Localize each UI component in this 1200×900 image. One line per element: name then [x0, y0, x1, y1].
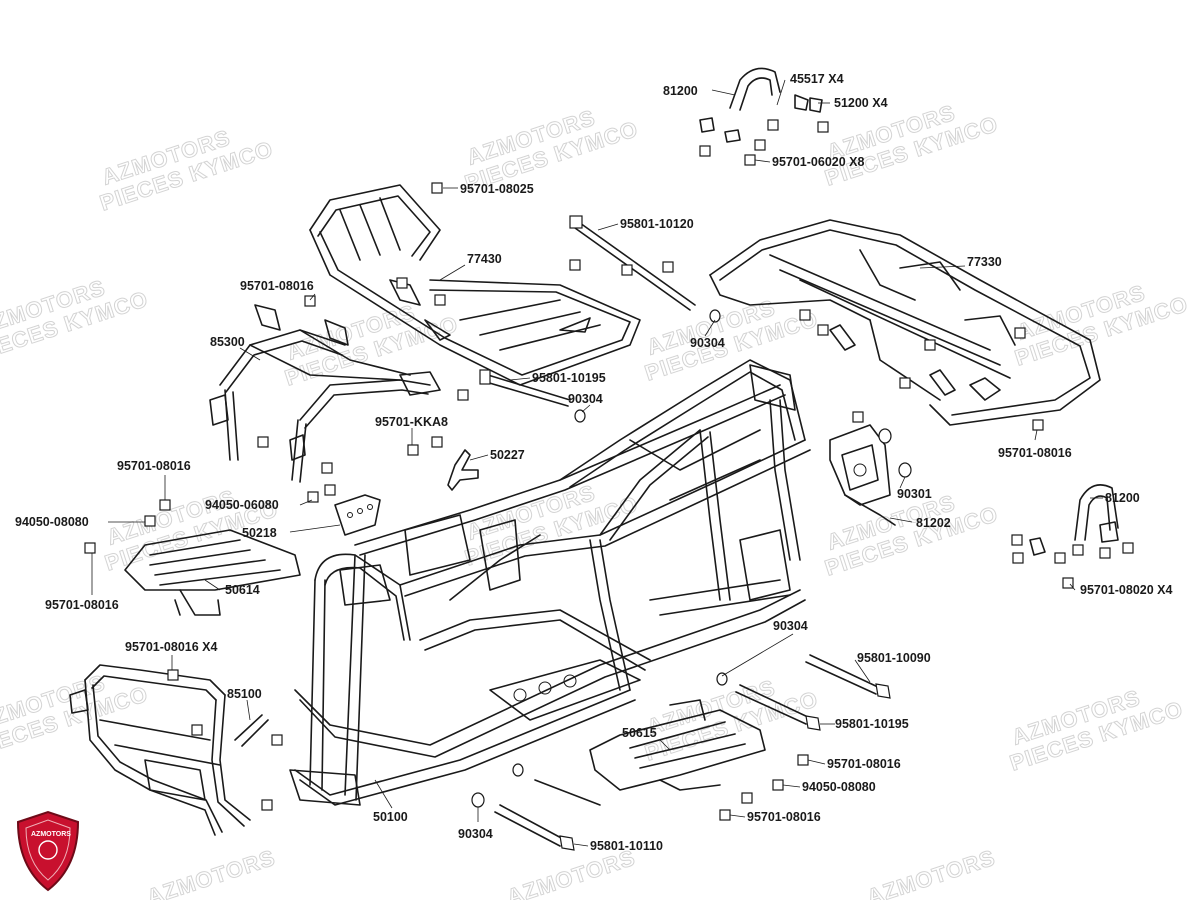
- watermark-line1: AZMOTORS: [864, 845, 999, 900]
- logo-text: AZMOTORS: [31, 831, 71, 838]
- watermarks: AZMOTORS PIECES KYMCO AZMOTORS PIECES KY…: [0, 99, 1192, 900]
- callout-90304: 90304: [568, 392, 603, 406]
- watermark: AZMOTORS PIECES KYMCO: [96, 124, 277, 216]
- callout-95701-06020: 95701-06020 X8: [772, 155, 864, 169]
- rear-bracket-85300: [209, 304, 441, 483]
- callout-85100: 85100: [227, 687, 262, 701]
- watermark: AZMOTORS PIECES KYMCO: [1006, 684, 1187, 776]
- watermark: AZMOTORS PIECES KYMCO: [641, 294, 822, 386]
- callout-81200: 81200: [1105, 491, 1140, 505]
- watermark: AZMOTORS PIECES KYMCO: [1011, 279, 1192, 371]
- fasteners: [84, 119, 1134, 851]
- callout-95701-08016: 95701-08016: [998, 446, 1072, 460]
- callout-90301: 90301: [897, 487, 932, 501]
- callout-95701-08016: 95701-08016: [747, 810, 821, 824]
- watermark: AZMOTORS: [503, 844, 639, 900]
- watermark: AZMOTORS: [143, 844, 279, 900]
- callout-95701-kka8: 95701-KKA8: [375, 415, 448, 429]
- callout-95701-08016-x4: 95701-08016 X4: [125, 640, 217, 654]
- callout-51200: 51200 X4: [834, 96, 888, 110]
- callout-90304: 90304: [690, 336, 725, 350]
- rear-rack-77430: [309, 184, 641, 386]
- callout-50614: 50614: [225, 583, 260, 597]
- main-frame-50100: [289, 359, 811, 806]
- callout-45517: 45517 X4: [790, 72, 844, 86]
- callout-81200: 81200: [663, 84, 698, 98]
- watermark-line1: AZMOTORS: [504, 845, 639, 900]
- callout-90304: 90304: [773, 619, 808, 633]
- shield-icon: [16, 810, 80, 892]
- callout-77430: 77430: [467, 252, 502, 266]
- front-guard-85100: [69, 664, 269, 836]
- callout-94050-06080: 94050-06080: [205, 498, 279, 512]
- handle-81200-right: [1029, 484, 1119, 556]
- watermark: AZMOTORS PIECES KYMCO: [101, 484, 282, 576]
- watermark: AZMOTORS PIECES KYMCO: [461, 104, 642, 196]
- callout-50615: 50615: [622, 726, 657, 740]
- bracket-50218: [334, 494, 381, 536]
- callout-95801-10195: 95801-10195: [835, 717, 909, 731]
- callout-95701-08025: 95701-08025: [460, 182, 534, 196]
- footrest-50615: [589, 699, 766, 791]
- azmotors-shield-logo: AZMOTORS: [16, 810, 80, 892]
- bracket-50227: [447, 449, 479, 491]
- callout-94050-08080: 94050-08080: [802, 780, 876, 794]
- watermark: AZMOTORS: [863, 844, 999, 900]
- callout-95701-08016: 95701-08016: [827, 757, 901, 771]
- watermark: AZMOTORS PIECES KYMCO: [0, 274, 152, 366]
- footrest-50614: [124, 529, 301, 616]
- callout-94050-08080: 94050-08080: [15, 515, 89, 529]
- watermark: AZMOTORS PIECES KYMCO: [0, 669, 152, 761]
- callout-77330: 77330: [967, 255, 1002, 269]
- front-rack-77330: [709, 219, 1101, 426]
- callout-50218: 50218: [242, 526, 277, 540]
- callout-95801-10120: 95801-10120: [620, 217, 694, 231]
- callout-95801-10090: 95801-10090: [857, 651, 931, 665]
- callout-95801-10195: 95801-10195: [532, 371, 606, 385]
- callout-90304: 90304: [458, 827, 493, 841]
- logo-emblem-icon: [38, 840, 58, 860]
- callout-95701-08016: 95701-08016: [117, 459, 191, 473]
- watermark-line1: AZMOTORS: [144, 845, 279, 900]
- callout-50227: 50227: [490, 448, 525, 462]
- callout-95801-10110: 95801-10110: [590, 839, 663, 853]
- callout-95701-08020: 95701-08020 X4: [1080, 583, 1172, 597]
- callout-81202: 81202: [916, 516, 951, 530]
- skid-plate-81202: [829, 424, 896, 526]
- callout-85300: 85300: [210, 335, 245, 349]
- callout-50100: 50100: [373, 810, 408, 824]
- callout-labels: 81200 45517 X4 51200 X4 95701-06020 X8 9…: [15, 72, 1172, 853]
- leader-lines: [91, 79, 1103, 847]
- callout-95701-08016: 95701-08016: [45, 598, 119, 612]
- callout-95701-08016: 95701-08016: [240, 279, 314, 293]
- watermark: AZMOTORS PIECES KYMCO: [281, 299, 462, 391]
- handle-81200-top: [699, 67, 823, 143]
